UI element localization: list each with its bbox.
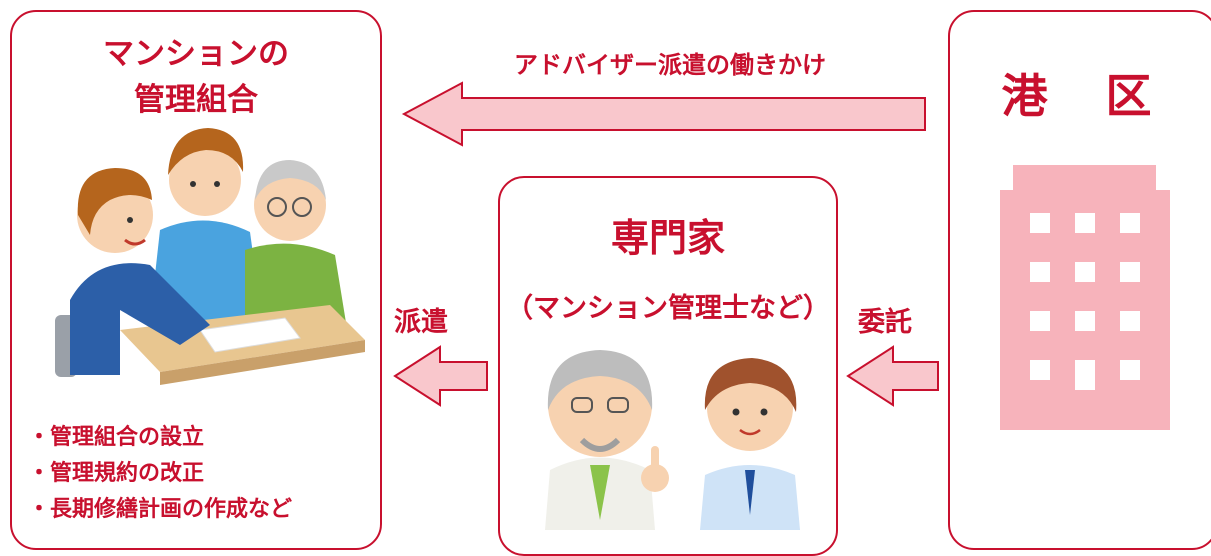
- diagram-graphics: [55, 81, 1170, 530]
- young-advisor-illustration: [700, 358, 800, 530]
- senior-advisor-illustration: [545, 350, 669, 530]
- meeting-people-illustration: [55, 128, 365, 385]
- commission-arrow: [846, 345, 939, 407]
- task-item: ・長期修繕計画の作成など: [28, 497, 293, 522]
- task-item: ・管理組合の設立: [28, 425, 205, 450]
- association-title-line1: マンションの: [103, 36, 289, 72]
- commission-label: 委託: [858, 307, 912, 338]
- association-title-line2: 管理組合: [134, 82, 258, 118]
- expert-title: 専門家: [610, 216, 725, 260]
- expert-subtitle: （マンション管理士など）: [506, 293, 830, 324]
- dispatch-arrow: [393, 345, 488, 407]
- task-list: ・管理組合の設立 ・管理規約の改正 ・長期修繕計画の作成など: [28, 420, 292, 528]
- building-icon: [1000, 165, 1170, 430]
- top-arrow: [401, 81, 926, 147]
- dispatch-label: 派遣: [394, 307, 448, 338]
- task-item: ・管理規約の改正: [28, 461, 205, 486]
- advisor-dispatch-request-label: アドバイザー派遣の働きかけ: [514, 51, 826, 79]
- ward-title: 港 区: [1001, 69, 1158, 123]
